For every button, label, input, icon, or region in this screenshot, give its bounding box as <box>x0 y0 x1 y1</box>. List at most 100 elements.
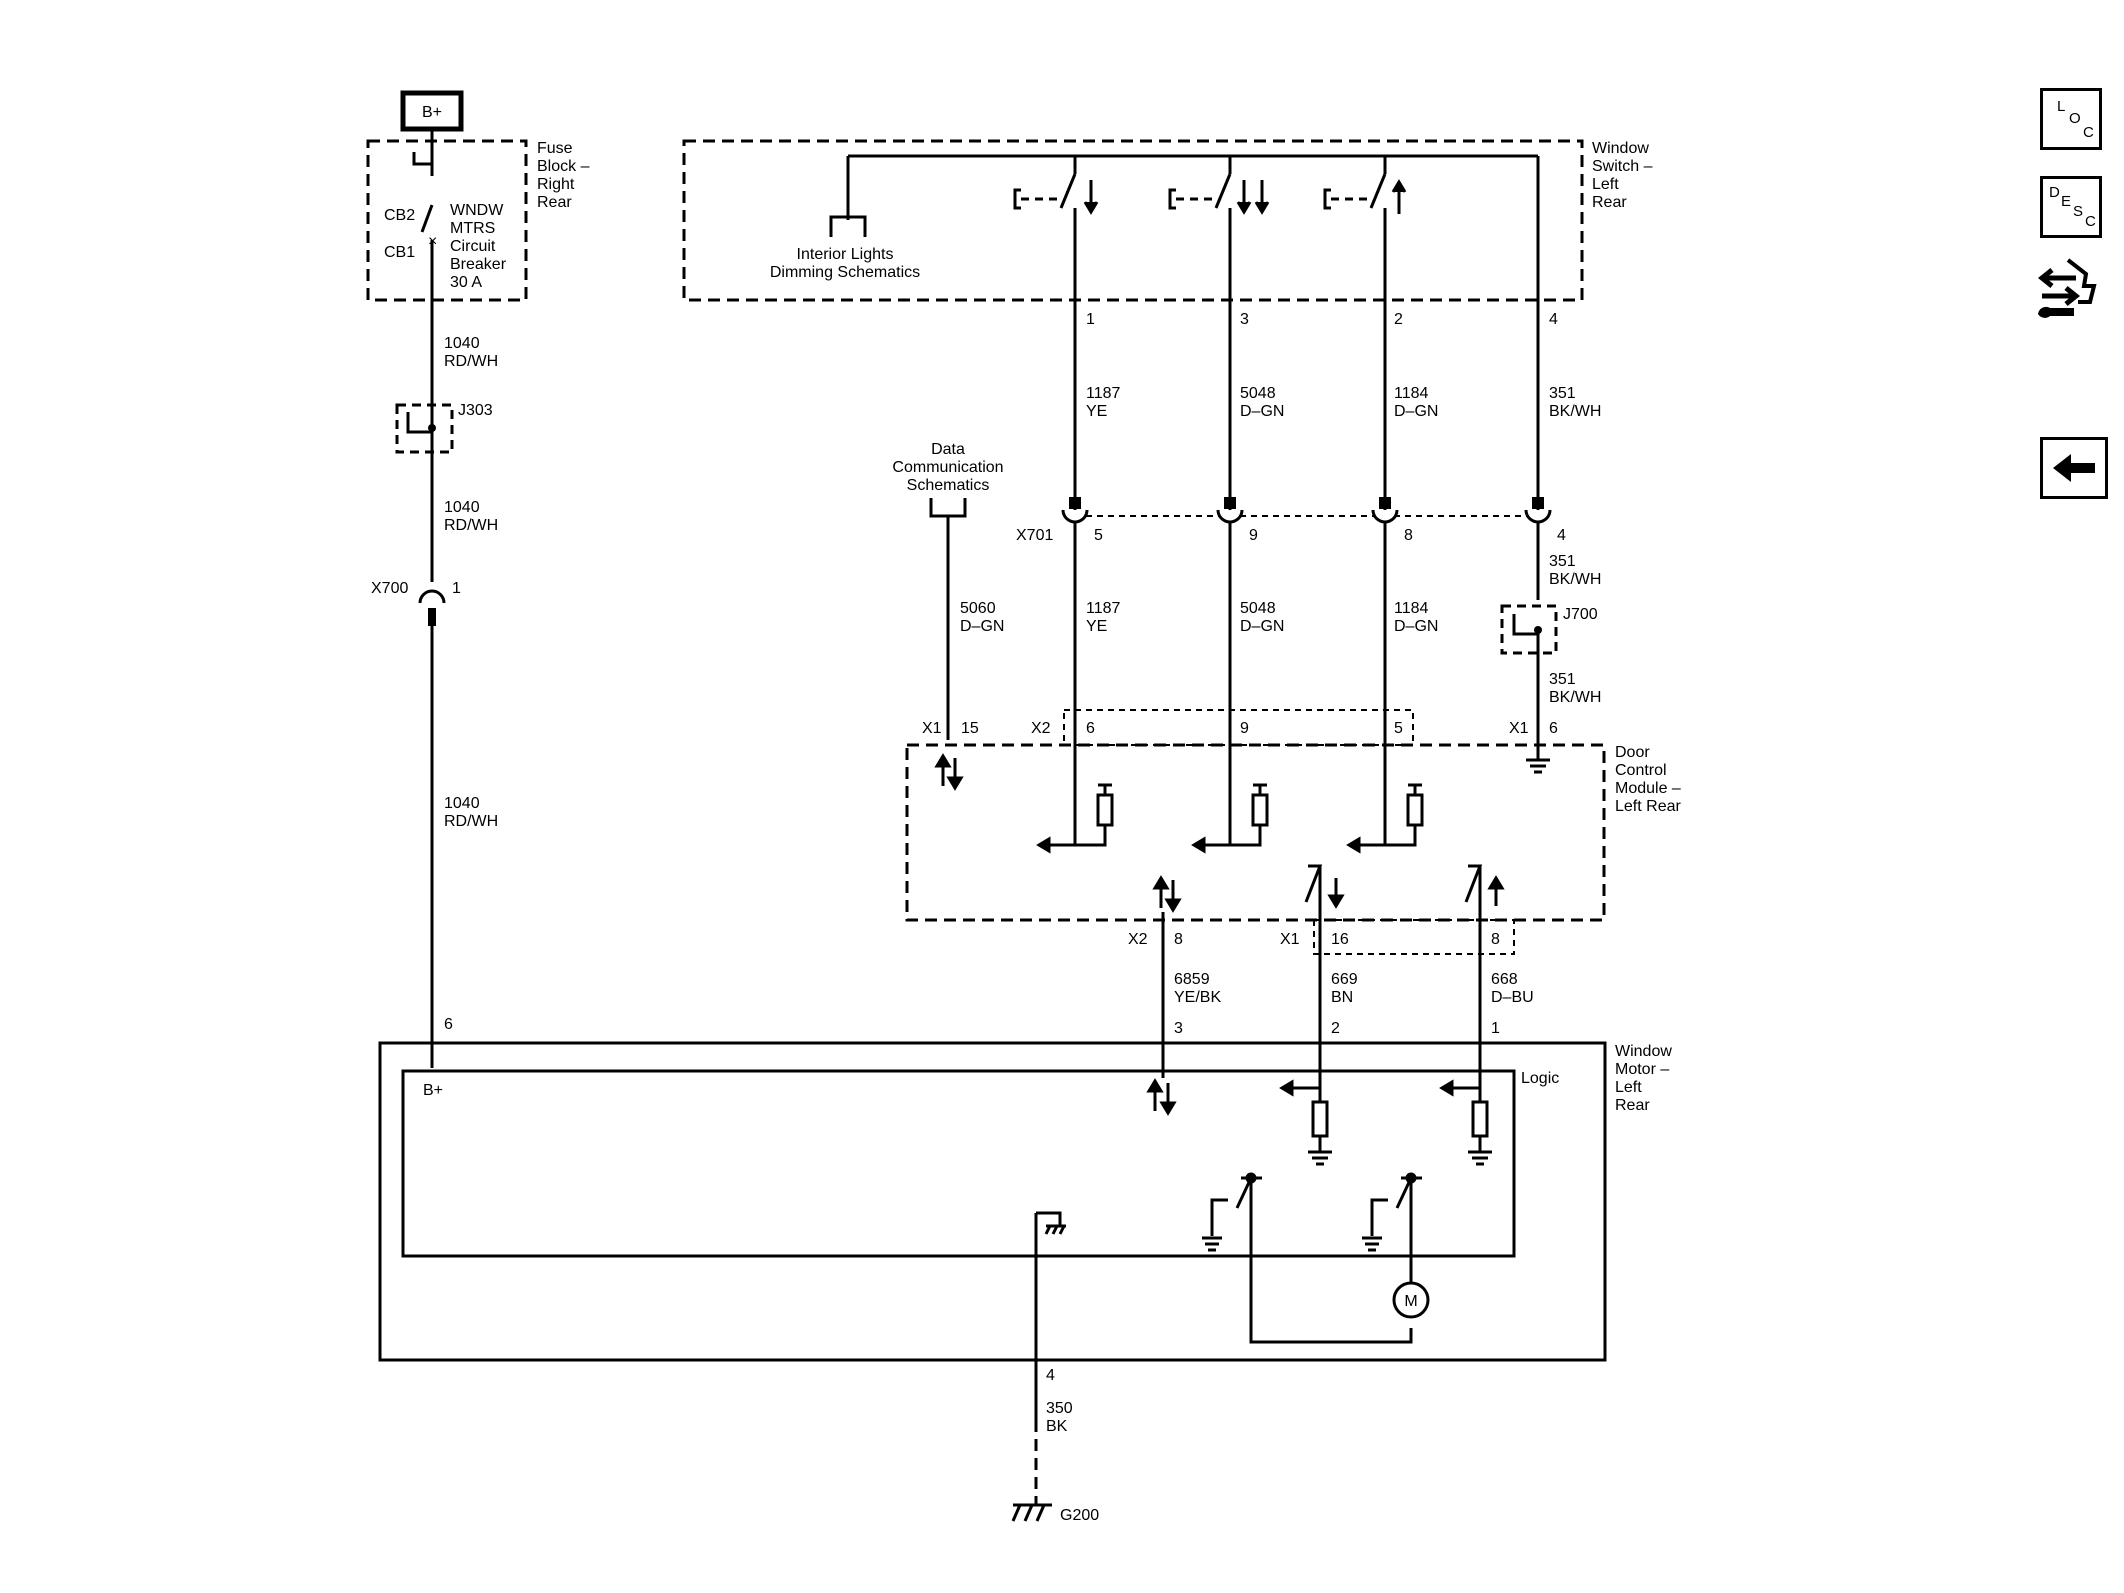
fuse-block-title: Fuse Block – Right Rear <box>537 140 590 211</box>
wire-1040-a: 1040 RD/WH <box>444 335 498 370</box>
service-tools-button[interactable] <box>2034 252 2108 332</box>
svg-text:16: 16 <box>1331 931 1349 948</box>
svg-text:D–GN: D–GN <box>960 618 1004 635</box>
motor-symbol <box>1392 1281 1430 1319</box>
logic-block <box>401 1069 1516 1258</box>
svg-text:8: 8 <box>1491 931 1500 948</box>
dcm-ground-symbol <box>1526 758 1550 774</box>
svg-text:X2: X2 <box>1128 931 1148 948</box>
wire-5060: 5060 D–GN <box>960 600 1004 635</box>
back-button[interactable] <box>2040 437 2108 499</box>
wire-350: 350 BK <box>1046 1400 1073 1435</box>
wire-1040-c: 1040 RD/WH <box>444 795 498 830</box>
svg-text:BK/WH: BK/WH <box>1549 571 1601 588</box>
window-switch-outline <box>682 139 1584 302</box>
svg-text:6859: 6859 <box>1174 971 1210 988</box>
motor-pin-labels: 3 2 1 <box>1174 1020 1500 1037</box>
svg-text:1: 1 <box>1086 311 1095 328</box>
desc-letter-c: C <box>2085 213 2096 230</box>
window-motor-title: Window Motor – Left Rear <box>1615 1043 1672 1114</box>
svg-text:351: 351 <box>1549 553 1576 570</box>
svg-text:Left: Left <box>1615 1079 1642 1096</box>
wrench-icon <box>2037 258 2097 318</box>
svg-text:2: 2 <box>1394 311 1403 328</box>
switch-up <box>1323 156 1407 214</box>
switch-down <box>1013 156 1099 215</box>
door-control-module-outline <box>905 743 1606 922</box>
svg-text:Breaker: Breaker <box>450 256 507 273</box>
svg-text:5048: 5048 <box>1240 385 1276 402</box>
splice-j700-label: J700 <box>1563 606 1598 623</box>
svg-text:2: 2 <box>1331 1020 1340 1037</box>
ground-wire-351: 351 BK/WH 351 BK/WH <box>1549 553 1601 706</box>
svg-text:8: 8 <box>1174 931 1183 948</box>
splice-j700 <box>1500 604 1558 655</box>
back-arrow-icon <box>2053 454 2095 482</box>
svg-text:Right: Right <box>537 176 575 193</box>
svg-text:Interior Lights: Interior Lights <box>797 246 894 263</box>
svg-text:9: 9 <box>1249 527 1258 544</box>
dcm-relay-down <box>1304 864 1345 1088</box>
cb1-label: CB1 <box>384 244 415 261</box>
motor-input-2 <box>1279 1079 1332 1166</box>
svg-text:X1: X1 <box>1280 931 1300 948</box>
splice-j303 <box>395 403 454 454</box>
svg-text:Motor –: Motor – <box>1615 1061 1669 1078</box>
svg-text:15: 15 <box>961 720 979 737</box>
svg-text:9: 9 <box>1240 720 1249 737</box>
switch-pins: 1 3 2 4 <box>1086 311 1558 328</box>
data-communication-ref[interactable]: Data Communication Schematics <box>892 441 1003 494</box>
svg-text:YE/BK: YE/BK <box>1174 989 1221 1006</box>
ground-pin: 4 <box>1046 1367 1055 1384</box>
logic-label: Logic <box>1521 1070 1559 1087</box>
x701-label: X701 <box>1016 527 1053 544</box>
svg-text:Rear: Rear <box>1592 194 1627 211</box>
x700-pin: 1 <box>452 580 461 597</box>
splice-j303-label: J303 <box>458 402 493 419</box>
svg-text:D–GN: D–GN <box>1240 618 1284 635</box>
wire-1040-b: 1040 RD/WH <box>444 499 498 534</box>
data-bus-arrow-dcm <box>934 753 964 791</box>
fuse-block-outline <box>366 139 528 302</box>
svg-text:Module –: Module – <box>1615 780 1681 797</box>
svg-text:1040: 1040 <box>444 499 480 516</box>
x701-terminals <box>1061 497 1552 524</box>
svg-text:WNDW: WNDW <box>450 202 504 219</box>
svg-text:Schematics: Schematics <box>907 477 990 494</box>
svg-text:669: 669 <box>1331 971 1358 988</box>
svg-text:Data: Data <box>931 441 965 458</box>
location-button[interactable]: L O C <box>2040 88 2102 150</box>
svg-text:Block –: Block – <box>537 158 590 175</box>
svg-text:1040: 1040 <box>444 335 480 352</box>
svg-text:6: 6 <box>1549 720 1558 737</box>
svg-text:BK/WH: BK/WH <box>1549 689 1601 706</box>
svg-text:5: 5 <box>1394 720 1403 737</box>
svg-text:X1: X1 <box>922 720 942 737</box>
loc-letter-l: L <box>2057 98 2066 115</box>
switch-express-down <box>1168 156 1270 215</box>
desc-letter-d: D <box>2049 184 2060 201</box>
svg-text:351: 351 <box>1549 671 1576 688</box>
logic-ground-symbol <box>1036 1211 1066 1235</box>
desc-letter-s: S <box>2073 203 2084 220</box>
description-button[interactable]: D E S C <box>2040 176 2102 238</box>
interior-lights-ref[interactable]: Interior Lights Dimming Schematics <box>770 246 920 281</box>
battery-label: B+ <box>422 104 442 121</box>
svg-text:5048: 5048 <box>1240 600 1276 617</box>
svg-text:3: 3 <box>1174 1020 1183 1037</box>
svg-text:RD/WH: RD/WH <box>444 353 498 370</box>
dcm-inputs <box>1036 783 1424 854</box>
motor-data-arrow <box>1146 1078 1177 1116</box>
svg-text:D–GN: D–GN <box>1394 403 1438 420</box>
svg-text:BK/WH: BK/WH <box>1549 403 1601 420</box>
svg-text:RD/WH: RD/WH <box>444 517 498 534</box>
svg-text:Left Rear: Left Rear <box>1615 798 1681 815</box>
ground-g200-label: G200 <box>1060 1507 1099 1524</box>
svg-text:1187: 1187 <box>1086 600 1121 617</box>
svg-text:Circuit: Circuit <box>450 238 496 255</box>
svg-text:MTRS: MTRS <box>450 220 495 237</box>
dcm-relay-up <box>1464 864 1505 1088</box>
